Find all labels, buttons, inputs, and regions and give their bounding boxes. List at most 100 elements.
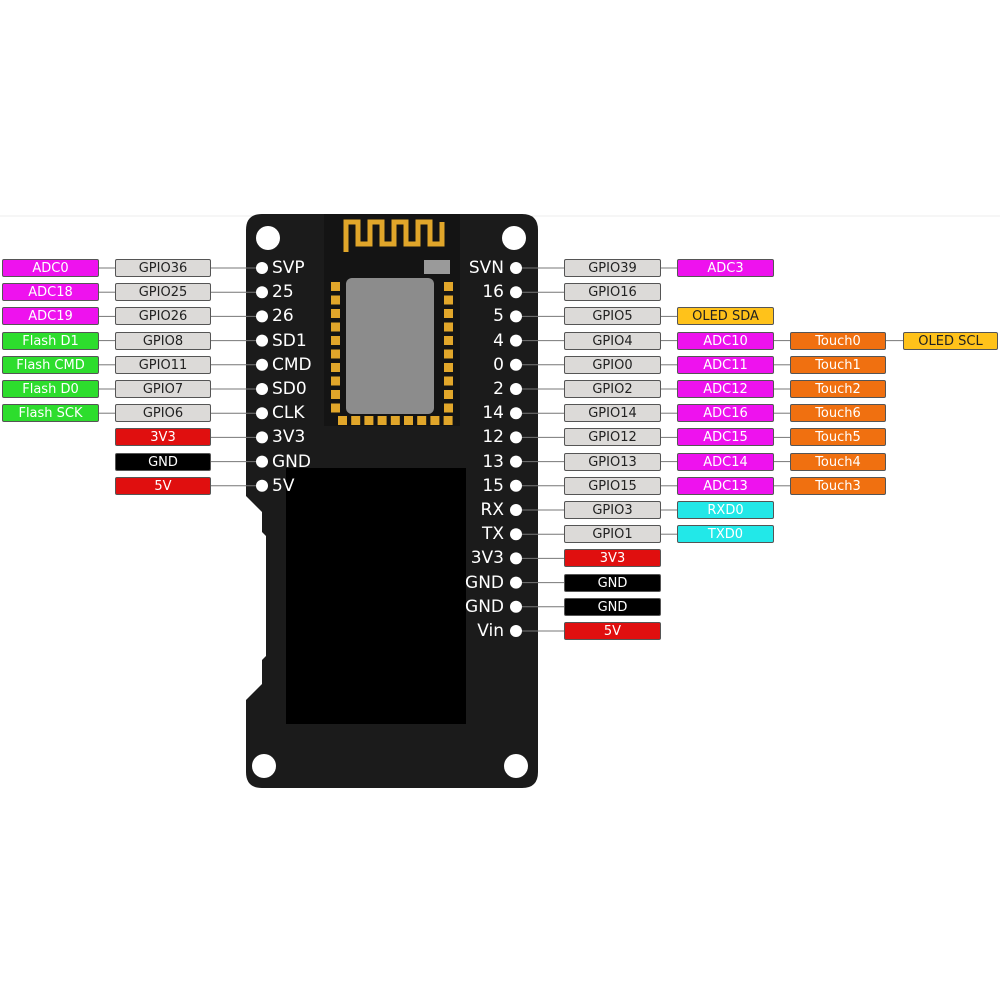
module-castellations <box>331 282 453 425</box>
gpio-tag: GPIO2 <box>564 380 661 398</box>
gpio-tag: GPIO6 <box>115 404 211 423</box>
pin-hole <box>510 286 522 299</box>
touch-tag: Touch1 <box>790 355 886 374</box>
pin-hole <box>510 455 522 468</box>
pin-label-gnd: GND <box>465 572 504 593</box>
gpio-tag: GPIO3 <box>564 501 661 519</box>
adc-tag: ADC15 <box>677 428 774 447</box>
castellation-pad <box>331 349 340 359</box>
pin-hole <box>256 334 268 347</box>
pin-label-26: 26 <box>272 306 294 327</box>
castellation-pad <box>444 349 453 359</box>
castellation-pad <box>444 376 453 386</box>
power-tag: 3V3 <box>564 549 661 568</box>
pin-label-4: 4 <box>493 330 504 351</box>
pin-hole <box>510 334 522 347</box>
castellation-pad <box>331 376 340 386</box>
castellation-pad <box>404 416 413 425</box>
pin-label-3v3: 3V3 <box>470 548 504 569</box>
pin-hole <box>510 262 522 274</box>
castellation-pad <box>338 416 347 425</box>
castellation-pad <box>331 309 340 318</box>
castellation-pad <box>444 403 453 413</box>
castellation-pad <box>444 295 453 305</box>
gpio-tag: GPIO4 <box>564 331 661 350</box>
pin-hole <box>256 358 268 371</box>
pin-label-sd1: SD1 <box>272 330 307 351</box>
power-tag: 3V3 <box>115 428 211 447</box>
pin-label-cmd: CMD <box>272 354 312 375</box>
adc-tag: ADC0 <box>2 259 99 277</box>
castellation-pad <box>331 322 340 332</box>
castellation-pad <box>444 282 453 291</box>
pin-hole <box>510 358 522 371</box>
mounting-hole-top-right <box>502 226 526 250</box>
power-tag: GND <box>115 452 211 471</box>
pin-hole <box>256 431 268 444</box>
pin-label-2: 2 <box>493 379 504 399</box>
pin-hole <box>256 479 268 492</box>
pin-label-13: 13 <box>482 451 504 472</box>
castellation-pad <box>444 336 453 345</box>
pin-label-sd0: SD0 <box>272 379 307 399</box>
gpio-tag: GPIO7 <box>115 380 211 398</box>
gpio-tag: GPIO1 <box>564 525 661 544</box>
adc-tag: ADC19 <box>2 307 99 326</box>
pin-hole <box>256 455 268 468</box>
castellation-pad <box>377 416 387 425</box>
pin-hole <box>510 431 522 444</box>
pin-label-25: 25 <box>272 282 294 303</box>
adc-tag: ADC10 <box>677 331 774 350</box>
gpio-tag: GPIO11 <box>115 355 211 374</box>
gpio-tag: GPIO14 <box>564 404 661 423</box>
castellation-pad <box>444 309 453 318</box>
gpio-tag: GPIO5 <box>564 307 661 326</box>
flash-tag: Flash D0 <box>2 380 99 398</box>
touch-tag: Touch4 <box>790 452 886 471</box>
pin-label-15: 15 <box>482 475 504 496</box>
pin-hole <box>510 407 522 420</box>
pin-label-gnd: GND <box>465 596 504 617</box>
gpio-tag: GPIO16 <box>564 283 661 302</box>
flash-tag: Flash D1 <box>2 331 99 350</box>
pin-label-tx: TX <box>481 524 504 545</box>
pin-hole <box>510 383 522 395</box>
castellation-pad <box>364 416 374 425</box>
header-pin-holes <box>256 262 522 637</box>
pin-hole <box>510 625 522 637</box>
gpio-tag: GPIO15 <box>564 476 661 495</box>
pin-hole <box>510 552 522 565</box>
gpio-tag: GPIO8 <box>115 331 211 350</box>
touch-tag: Touch6 <box>790 404 886 423</box>
gpio-tag: GPIO39 <box>564 259 661 277</box>
oled-tag: OLED SCL <box>903 331 998 350</box>
uart-tag: RXD0 <box>677 501 774 519</box>
pin-label-clk: CLK <box>272 403 305 424</box>
pin-label-12: 12 <box>482 427 504 448</box>
pin-hole <box>510 479 522 492</box>
adc-tag: ADC12 <box>677 380 774 398</box>
touch-tag: Touch5 <box>790 428 886 447</box>
castellation-pad <box>331 390 340 399</box>
pin-label-16: 16 <box>482 282 504 303</box>
pcb-antenna <box>343 219 445 252</box>
gpio-tag: GPIO12 <box>564 428 661 447</box>
pin-hole <box>256 286 268 299</box>
flash-tag: Flash CMD <box>2 355 99 374</box>
touch-tag: Touch2 <box>790 380 886 398</box>
gpio-tag: GPIO36 <box>115 259 211 277</box>
castellation-pad <box>351 416 361 425</box>
pin-label-5v: 5V <box>272 475 295 496</box>
castellation-pad <box>444 390 453 399</box>
flash-tag: Flash SCK <box>2 404 99 423</box>
adc-tag: ADC16 <box>677 404 774 423</box>
adc-tag: ADC11 <box>677 355 774 374</box>
gpio-tag: GPIO0 <box>564 355 661 374</box>
pin-hole <box>256 310 268 323</box>
castellation-pad <box>331 403 340 413</box>
adc-tag: ADC18 <box>2 283 99 302</box>
rf-shield <box>346 278 434 414</box>
pin-label-5: 5 <box>493 306 504 327</box>
oled-tag: OLED SDA <box>677 307 774 326</box>
